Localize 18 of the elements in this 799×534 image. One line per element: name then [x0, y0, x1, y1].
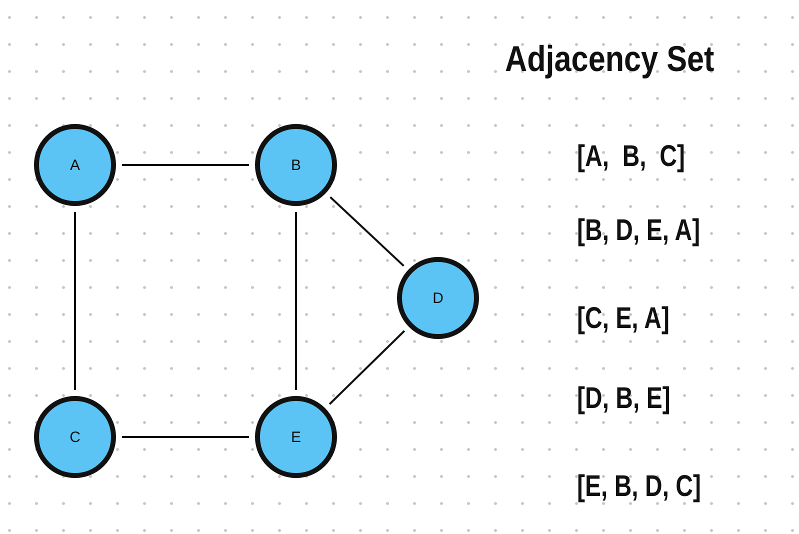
- edge-line: [295, 212, 297, 390]
- edge-line: [330, 196, 404, 267]
- adjacency-set-row: [A, B, C]: [577, 140, 685, 174]
- title: Adjacency Set: [505, 38, 714, 80]
- vertex-label: B: [290, 156, 301, 174]
- edge-line: [74, 212, 76, 390]
- adjacency-set-row: [B, D, E, A]: [577, 214, 700, 248]
- vertex-label: A: [70, 156, 80, 174]
- vertex-label: E: [290, 428, 301, 446]
- adjacency-set-row: [D, B, E]: [577, 382, 670, 416]
- vertex-label: D: [432, 290, 444, 306]
- adjacency-set-row: [E, B, D, C]: [577, 470, 701, 504]
- edge-line: [122, 164, 249, 166]
- edge-line: [122, 436, 249, 438]
- vertex-circle: [397, 257, 479, 339]
- vertex-label: C: [70, 428, 80, 446]
- adjacency-set-row: [C, E, A]: [577, 302, 670, 336]
- edge-line: [328, 330, 406, 405]
